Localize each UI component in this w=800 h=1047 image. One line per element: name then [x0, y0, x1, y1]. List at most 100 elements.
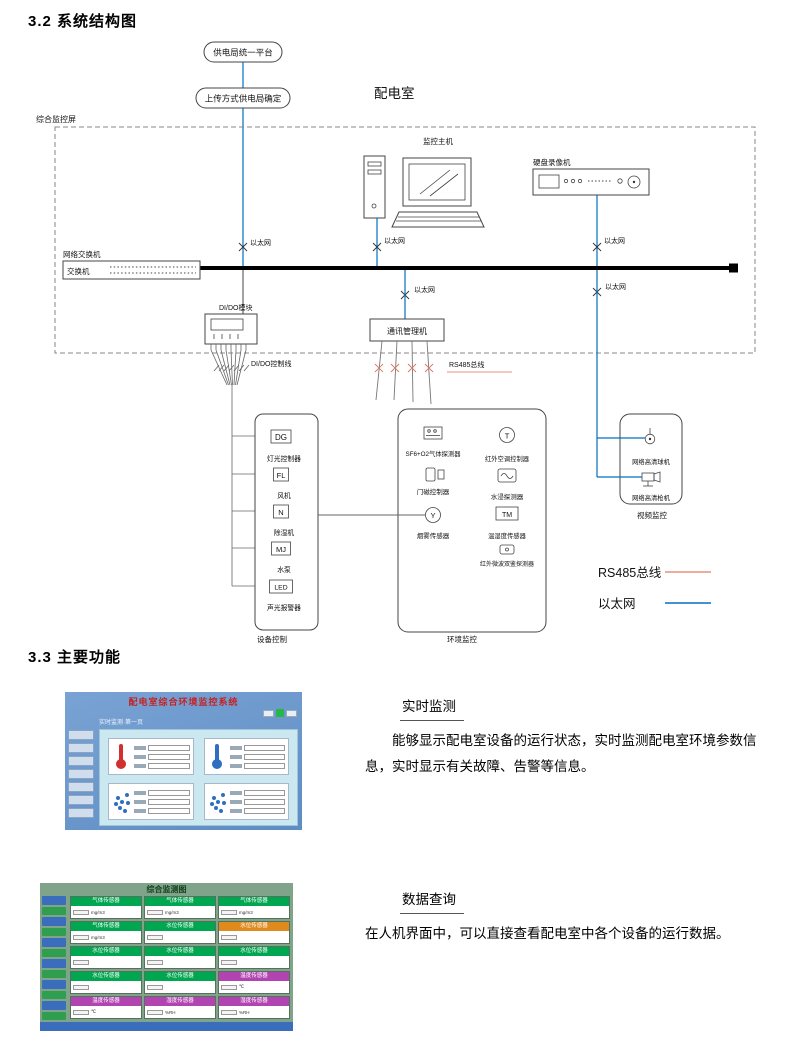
device-label: 风机 [277, 491, 291, 500]
env-label: SF6+O2气体探测器 [405, 449, 461, 458]
video-group-box [619, 413, 683, 505]
system-diagram: 供电局统一平台 上传方式供电局确定 配电室 综合监控屏 网络交换机 交换机 监控… [36, 41, 756, 644]
mini-sensor-card [108, 783, 194, 820]
svg-text:T: T [505, 432, 510, 441]
legend-ethernet-label: 以太网 [598, 596, 636, 611]
monitor-host-label: 监控主机 [423, 136, 453, 146]
monitor-screen [402, 157, 472, 207]
device-label: 除湿机 [274, 528, 295, 537]
dido-line-label: DI/DO控制线 [251, 359, 291, 368]
light-controller-icon [270, 429, 292, 444]
feature-dataquery: 数据查询 在人机界面中，可以直接查看配电室中各个设备的运行数据。 [365, 888, 761, 947]
keyboard [391, 211, 485, 228]
ethernet-label: 以太网 [250, 238, 271, 247]
gas-dots-icon [112, 787, 130, 817]
device-group-caption: 设备控制 [257, 634, 287, 644]
mini-sensor-cell: 水位传感器 [144, 921, 216, 944]
device-label: 灯光控制器 [267, 454, 301, 463]
ethernet-label: 以太网 [414, 285, 435, 294]
dome-camera-icon [644, 433, 656, 445]
svg-text:N: N [278, 508, 283, 517]
device-label: 声光报警器 [267, 603, 301, 612]
env-label: 水浸探测器 [491, 492, 524, 501]
thermo-red-icon [112, 742, 130, 772]
dual-detector-icon [499, 544, 515, 555]
env-label: 门磁控制器 [417, 487, 450, 496]
room-label: 配电室 [374, 85, 415, 101]
device-group-box [254, 413, 319, 631]
mini-sensor-cell: 湿度传感器%RH [144, 996, 216, 1019]
video-label: 网络高清枪机 [632, 493, 670, 502]
bus-terminator [729, 263, 738, 273]
upload-box-label: 上传方式供电局确定 [205, 94, 282, 104]
dvr-label: 硬盘录像机 [533, 157, 571, 167]
svg-text:MJ: MJ [276, 545, 286, 554]
mini-sensor-card [108, 738, 194, 775]
water-leak-icon [497, 468, 517, 483]
comm-manager-label: 通讯管理机 [387, 326, 427, 336]
thermo-blue-icon [208, 742, 226, 772]
video-label: 网络高清球机 [632, 457, 670, 466]
ethernet-label: 以太网 [384, 236, 405, 245]
env-label: 红外微波双鉴探测器 [480, 560, 534, 568]
svg-text:FL: FL [277, 471, 286, 480]
fan-icon [273, 467, 289, 482]
mini-sidebar-button [68, 756, 94, 766]
device-control-group: DG 灯光控制器 FL 风机 N 除湿机 MJ 水泵 LED 声光报警器 [254, 413, 319, 631]
svg-text:LED: LED [274, 585, 287, 592]
mini-sidebar-button [42, 990, 66, 999]
gas-detector-icon [423, 426, 443, 440]
mini-sidebar-button [68, 730, 94, 740]
mini-sidebar-button [68, 795, 94, 805]
mini-sensor-cell: 水位传感器 [70, 971, 142, 994]
switch-label: 网络交换机 [63, 249, 101, 259]
mini-grid-title: 综合监测图 [146, 885, 187, 894]
temp-humidity-icon [495, 506, 519, 521]
water-pump-icon [271, 541, 291, 556]
switch-inner-label: 交换机 [67, 266, 90, 276]
environment-group: SF6+O2气体探测器 门磁控制器 Y 烟雾传感器 T 红外空调控制器 水浸探测… [397, 408, 547, 633]
section-3-3-heading: 3.3 主要功能 [28, 649, 122, 666]
mini-status-indicator [276, 709, 284, 717]
dido-control-lines [210, 344, 255, 587]
network-switch [62, 260, 201, 280]
feature-realtime: 实时监测 能够显示配电室设备的运行状态，实时监测配电室环境参数信息，实时显示有关… [365, 695, 761, 780]
svg-text:TM: TM [502, 512, 512, 519]
panel-label: 综合监控屏 [36, 114, 76, 124]
mini-sensor-cell: 水位传感器 [144, 971, 216, 994]
mini-sidebar-button [68, 769, 94, 779]
env-group-box [397, 408, 547, 633]
mini-sidebar-1 [68, 730, 94, 818]
mini-sensor-card [203, 738, 289, 775]
dido-module-label: DI/DO模块 [219, 303, 252, 312]
mini-sidebar-button [42, 980, 66, 989]
mini-panel [99, 729, 298, 826]
mini-sidebar-button [42, 969, 66, 978]
mini-sensor-card [203, 783, 289, 820]
mini-toolbar-button [263, 709, 274, 717]
mini-sidebar-2 [42, 896, 66, 1020]
mini-sensor-cell: 水位传感器 [70, 946, 142, 969]
mini-sidebar-button [42, 1011, 66, 1020]
smoke-sensor-icon [425, 507, 441, 523]
rs485-x-marks [374, 363, 434, 373]
mini-sidebar-button [68, 808, 94, 818]
mini-sensor-cell: 水位传感器 [144, 946, 216, 969]
screenshot-realtime-ui: 配电室综合环境监控系统 实时监测·第一页 [65, 692, 302, 830]
mini-toolbar-button [286, 709, 297, 717]
monitor-panel-outline [54, 126, 756, 354]
mini-sidebar-button [42, 927, 66, 936]
rs485-line-label: RS485总线 [449, 360, 484, 369]
ethernet-label: 以太网 [604, 236, 625, 245]
env-label: 红外空调控制器 [485, 454, 530, 463]
door-sensor-icon [425, 467, 436, 482]
rs485-lines [375, 340, 432, 405]
mini-sidebar-button [42, 1001, 66, 1010]
mini-sidebar-button [42, 938, 66, 947]
feature-title: 数据查询 [400, 888, 464, 914]
